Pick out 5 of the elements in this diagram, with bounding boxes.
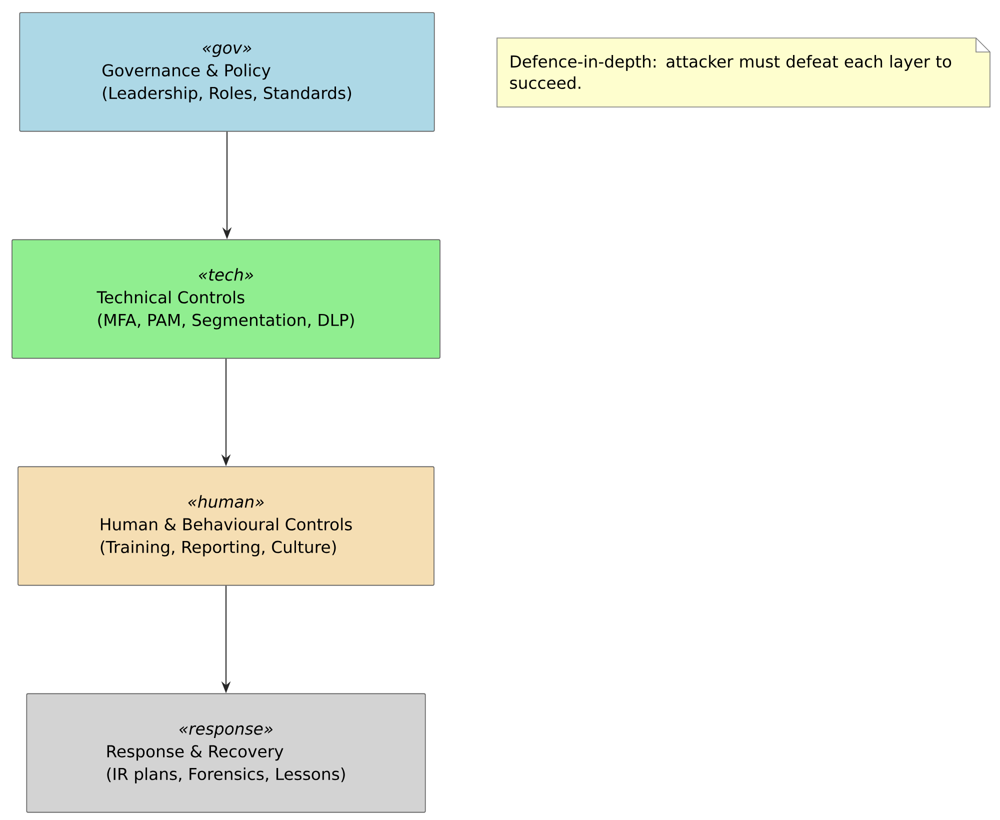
note: Defence-in-depth: attacker must defeat each layer to succeed.	[496, 38, 990, 108]
layer-box: «tech» Technical Controls (MFA, PAM, Segmentation, DLP)	[12, 239, 440, 359]
layer-box: «gov» Governance & Policy (Leadership, Roles, Standards)	[19, 12, 435, 132]
layer-box: «human» Human & Behavioural Controls (Training, Reporting, Culture)	[18, 466, 434, 586]
layer-box: «response» Response & Recovery (IR plans, Forensics, Lessons)	[26, 693, 426, 813]
